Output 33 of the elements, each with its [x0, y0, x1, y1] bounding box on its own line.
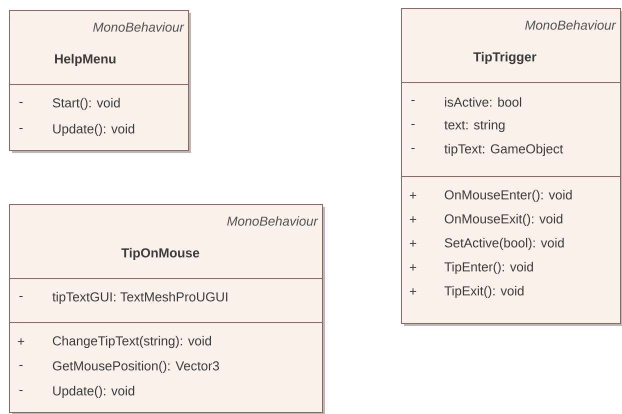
visibility-marker: -	[19, 296, 23, 298]
member-text: Update(): void	[53, 386, 134, 398]
visibility-marker: -	[19, 390, 23, 392]
member-text: TipEnter(): void	[444, 262, 533, 274]
member-text: Update(): void	[53, 124, 134, 136]
visibility-marker: +	[410, 288, 416, 295]
visibility-marker: -	[411, 100, 415, 102]
class-compartment	[401, 82, 621, 177]
member-text: SetActive(bool): void	[444, 238, 564, 250]
visibility-marker: +	[410, 264, 416, 271]
member-text: tipText: GameObject	[444, 144, 564, 156]
visibility-marker: -	[411, 124, 415, 126]
visibility-marker: -	[411, 148, 415, 150]
member-text: OnMouseEnter(): void	[444, 190, 572, 202]
class-compartment	[9, 278, 323, 323]
member-text: OnMouseExit(): void	[444, 214, 562, 226]
class-compartment	[9, 84, 189, 151]
member-text: GetMousePosition(): Vector3	[52, 360, 220, 374]
visibility-marker: +	[410, 192, 416, 199]
visibility-marker: +	[410, 240, 416, 247]
member-text: text: string	[444, 120, 505, 132]
visibility-marker: -	[19, 128, 23, 130]
member-text: Start(): void	[52, 98, 120, 110]
visibility-marker: -	[19, 365, 23, 366]
member-text: ChangeTipText(string): void	[52, 336, 212, 348]
member-text: tipTextGUI: TextMeshProUGUI	[52, 292, 228, 304]
class-compartment	[9, 322, 323, 413]
visibility-marker: +	[18, 338, 24, 345]
visibility-marker: -	[19, 102, 23, 104]
member-text: TipExit(): void	[444, 286, 524, 298]
visibility-marker: +	[410, 216, 416, 223]
class-compartment	[401, 176, 621, 324]
member-text: isActive: bool	[445, 97, 522, 107]
